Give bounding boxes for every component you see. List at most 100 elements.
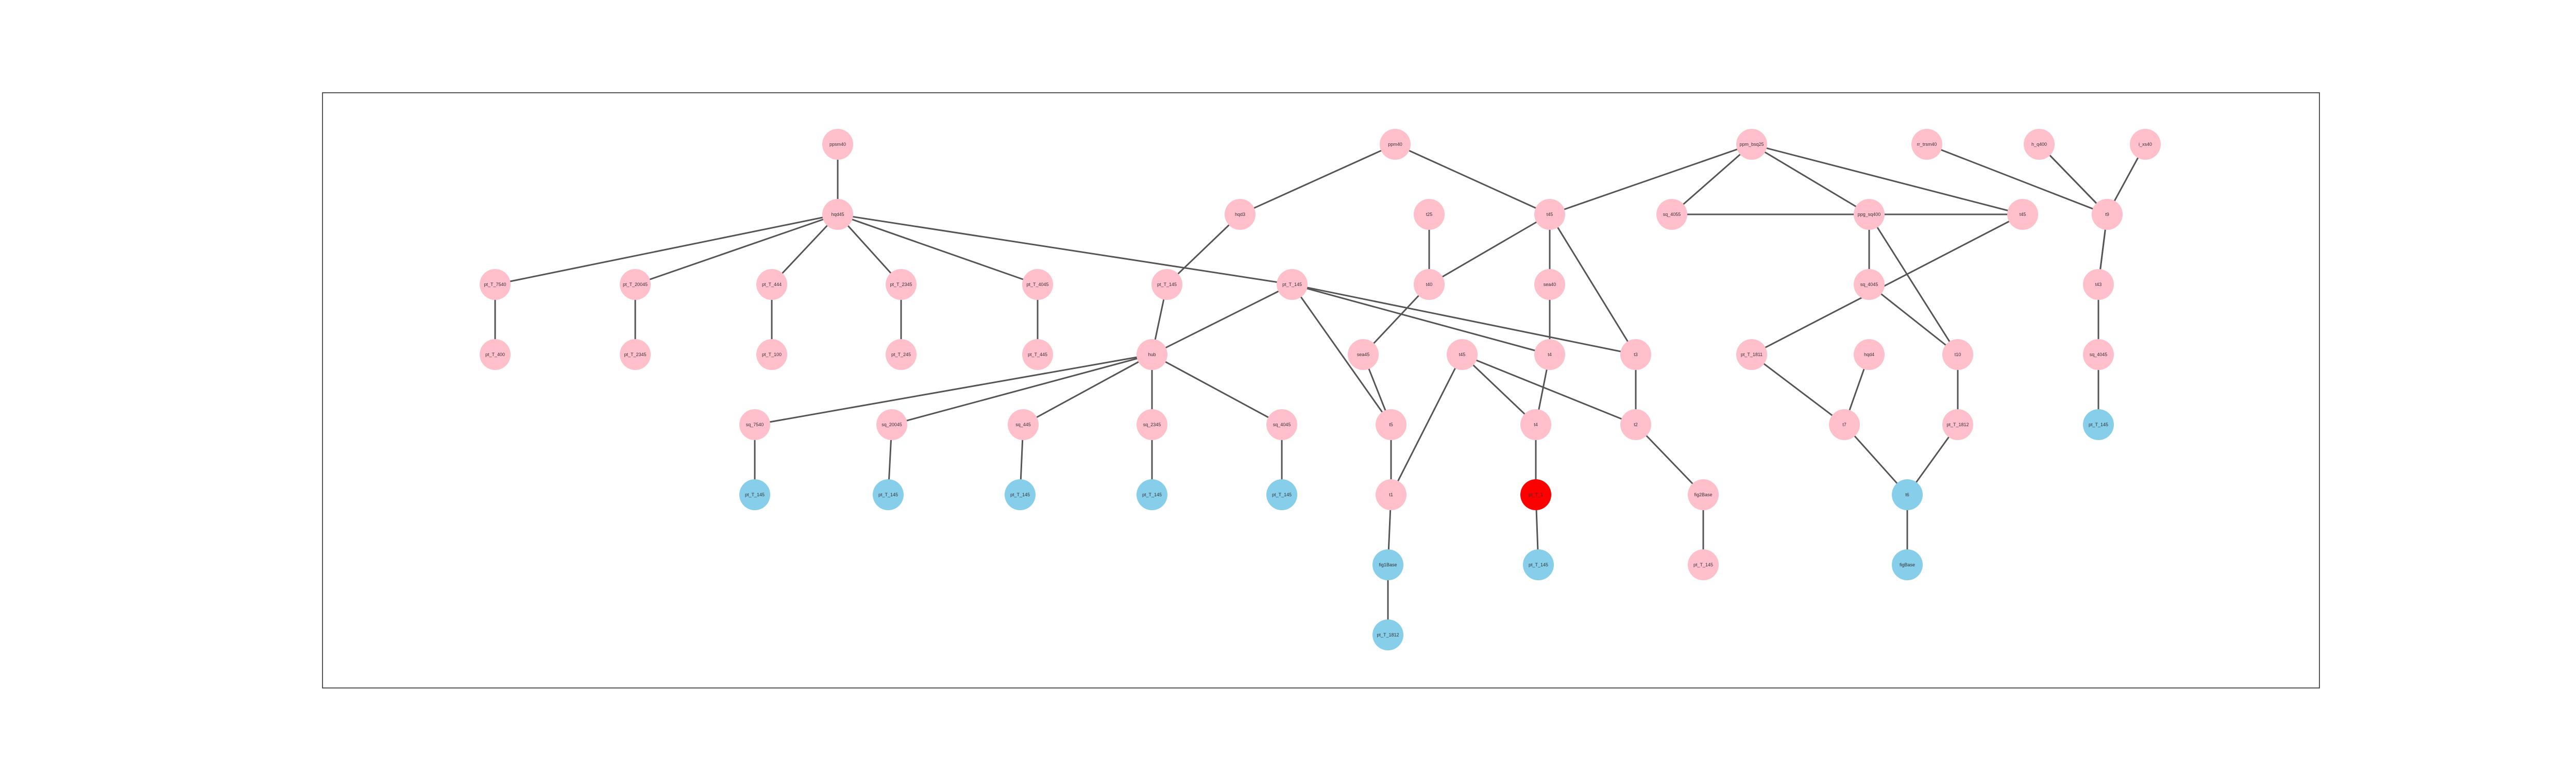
node-circle[interactable]: [1137, 339, 1167, 370]
node-circle[interactable]: [2024, 129, 2055, 160]
graph-node[interactable]: pt_T_1812: [1942, 409, 1973, 440]
graph-node[interactable]: t6: [1892, 479, 1923, 510]
node-circle[interactable]: [1372, 549, 1403, 580]
node-circle[interactable]: [1266, 479, 1297, 510]
node-circle[interactable]: [1534, 269, 1565, 300]
graph-node[interactable]: h_q400: [2024, 129, 2055, 160]
node-circle[interactable]: [1022, 339, 1053, 370]
graph-node[interactable]: pt_T_445: [1022, 339, 1053, 370]
graph-node[interactable]: pt_T_145: [1137, 479, 1167, 510]
node-circle[interactable]: [1911, 129, 1942, 160]
node-circle[interactable]: [1348, 339, 1379, 370]
node-circle[interactable]: [739, 409, 770, 440]
node-circle[interactable]: [2083, 269, 2114, 300]
graph-node[interactable]: pt_T_100: [756, 339, 787, 370]
graph-node[interactable]: t5: [1376, 409, 1406, 440]
node-circle[interactable]: [873, 479, 904, 510]
graph-node[interactable]: pt_T_145: [1688, 549, 1719, 580]
node-circle[interactable]: [1892, 479, 1923, 510]
node-circle[interactable]: [1523, 549, 1554, 580]
node-circle[interactable]: [2130, 129, 2161, 160]
node-circle[interactable]: [1854, 269, 1885, 300]
graph-node[interactable]: pt_T_1812: [1372, 619, 1403, 650]
graph-node[interactable]: ppm_bsq25: [1736, 129, 1767, 160]
node-circle[interactable]: [2007, 199, 2038, 230]
graph-node[interactable]: pt_T_20045: [620, 269, 651, 300]
graph-node[interactable]: pt_T_1811: [1736, 339, 1767, 370]
graph-node[interactable]: pt_T_2345: [886, 269, 917, 300]
node-circle[interactable]: [1942, 409, 1973, 440]
graph-node[interactable]: t4: [1520, 409, 1551, 440]
node-circle[interactable]: [1736, 129, 1767, 160]
node-circle[interactable]: [822, 129, 853, 160]
graph-node[interactable]: t45: [1534, 199, 1565, 230]
graph-node[interactable]: ppsm40: [822, 129, 853, 160]
graph-node[interactable]: pt_T_400: [480, 339, 511, 370]
graph-node[interactable]: sq_445: [1008, 409, 1039, 440]
node-circle[interactable]: [1376, 409, 1406, 440]
node-circle[interactable]: [1620, 339, 1651, 370]
node-circle[interactable]: [756, 339, 787, 370]
node-circle[interactable]: [876, 409, 907, 440]
graph-node[interactable]: pt_T_4045: [1022, 269, 1053, 300]
graph-node[interactable]: sq_4055: [1656, 199, 1687, 230]
graph-node[interactable]: sea45: [1348, 339, 1379, 370]
node-circle[interactable]: [1266, 409, 1297, 440]
node-circle[interactable]: [822, 199, 853, 230]
graph-node[interactable]: sq_4045: [1266, 409, 1297, 440]
node-circle[interactable]: [1447, 339, 1478, 370]
graph-node[interactable]: pt_T_1: [1520, 479, 1551, 510]
graph-node[interactable]: sea40: [1534, 269, 1565, 300]
node-circle[interactable]: [739, 479, 770, 510]
node-circle[interactable]: [1380, 129, 1411, 160]
graph-node[interactable]: pt_T_245: [886, 339, 917, 370]
graph-node[interactable]: sq_4045: [2083, 339, 2114, 370]
node-circle[interactable]: [1656, 199, 1687, 230]
graph-node[interactable]: sq_20045: [876, 409, 907, 440]
node-circle[interactable]: [1137, 479, 1167, 510]
graph-node[interactable]: t4: [1534, 339, 1565, 370]
node-circle[interactable]: [1022, 269, 1053, 300]
graph-node[interactable]: hqd3: [1225, 199, 1256, 230]
graph-node[interactable]: pt_T_145: [1266, 479, 1297, 510]
node-circle[interactable]: [1534, 199, 1565, 230]
graph-node[interactable]: sq_7540: [739, 409, 770, 440]
graph-node[interactable]: t9: [2092, 199, 2123, 230]
graph-node[interactable]: pt_T_145: [1151, 269, 1182, 300]
node-circle[interactable]: [1534, 339, 1565, 370]
node-circle[interactable]: [620, 339, 651, 370]
node-circle[interactable]: [1520, 409, 1551, 440]
node-circle[interactable]: [1892, 549, 1923, 580]
node-circle[interactable]: [1376, 479, 1406, 510]
graph-node[interactable]: pt_T_2345: [620, 339, 651, 370]
graph-node[interactable]: t43: [2083, 269, 2114, 300]
node-circle[interactable]: [1736, 339, 1767, 370]
graph-node[interactable]: i_xs40: [2130, 129, 2161, 160]
node-circle[interactable]: [1854, 199, 1885, 230]
graph-node[interactable]: t40: [1414, 269, 1445, 300]
node-circle[interactable]: [1225, 199, 1256, 230]
graph-node[interactable]: ppg_sq400: [1854, 199, 1885, 230]
node-circle[interactable]: [620, 269, 651, 300]
graph-node[interactable]: t45: [1447, 339, 1478, 370]
node-circle[interactable]: [1688, 479, 1719, 510]
graph-node[interactable]: pt_T_145: [1523, 549, 1554, 580]
graph-node[interactable]: t3: [1620, 339, 1651, 370]
node-circle[interactable]: [886, 269, 917, 300]
node-circle[interactable]: [1520, 479, 1551, 510]
graph-node[interactable]: t1: [1376, 479, 1406, 510]
graph-node[interactable]: fig2Base: [1688, 479, 1719, 510]
node-circle[interactable]: [1414, 269, 1445, 300]
graph-node[interactable]: pt_T_145: [1277, 269, 1308, 300]
node-circle[interactable]: [2083, 339, 2114, 370]
node-circle[interactable]: [480, 339, 511, 370]
graph-node[interactable]: pt_T_444: [756, 269, 787, 300]
graph-node[interactable]: figBase: [1892, 549, 1923, 580]
graph-node[interactable]: t45: [2007, 199, 2038, 230]
graph-node[interactable]: hub: [1137, 339, 1167, 370]
node-circle[interactable]: [1854, 339, 1885, 370]
graph-node[interactable]: t2: [1620, 409, 1651, 440]
node-circle[interactable]: [1277, 269, 1308, 300]
node-circle[interactable]: [1151, 269, 1182, 300]
node-circle[interactable]: [1620, 409, 1651, 440]
